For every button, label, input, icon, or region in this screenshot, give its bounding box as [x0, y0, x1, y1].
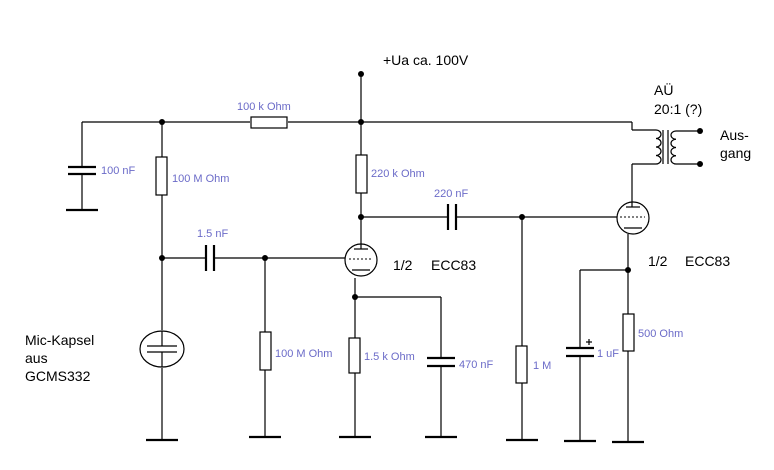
junction-dot: [358, 214, 364, 220]
mic-capsule: [139, 330, 185, 368]
label-r-1M: 1 M: [533, 360, 551, 372]
label-c-470nF: 470 nF: [459, 359, 494, 371]
label-r-500: 500 Ohm: [638, 328, 683, 340]
wires: [81, 74, 700, 442]
resistor-500: [622, 313, 635, 352]
mic-label-line2: aus: [25, 350, 48, 366]
mic-label-line1: Mic-Kapsel: [25, 332, 94, 348]
capacitor-220nF: [446, 204, 458, 230]
output-terminal: [697, 161, 703, 167]
transformer-label-line2: 20:1 (?): [654, 101, 702, 117]
output-transformer: [655, 129, 677, 165]
junction-dot: [352, 294, 358, 300]
label-c-1-5nF: 1.5 nF: [197, 228, 228, 240]
label-c-1uF: 1 uF: [597, 348, 619, 360]
label-c-100nF: 100 nF: [101, 165, 136, 177]
label-r-100k: 100 k Ohm: [237, 101, 291, 113]
supply-voltage-label: +Ua ca. 100V: [383, 52, 469, 68]
junction-dot: [519, 214, 525, 220]
label-r-220k: 220 k Ohm: [371, 168, 425, 180]
capacitor-100nF: [68, 165, 96, 176]
label-r-100M-grid: 100 M Ohm: [275, 348, 332, 360]
label-r-100M-supply: 100 M Ohm: [172, 173, 229, 185]
junction-dot: [625, 267, 631, 273]
capacitor-470nF: [427, 356, 455, 368]
output-label-line1: Aus-: [720, 127, 749, 143]
junction-dot: [358, 71, 364, 77]
tube-2-type-label: ECC83: [685, 253, 730, 269]
junction-dot: [358, 119, 364, 125]
transformer-label-line1: AÜ: [654, 81, 673, 98]
tube-1-triode: [344, 243, 378, 277]
ground-symbols: [66, 208, 644, 444]
resistor-1M: [515, 345, 528, 384]
capacitor-1-5nF: [204, 245, 216, 271]
resistor-220k: [355, 154, 368, 194]
tube-1-half-label: 1/2: [393, 257, 413, 273]
junction-dot: [262, 255, 268, 261]
junction-dot: [159, 119, 165, 125]
output-label-line2: gang: [720, 145, 751, 161]
resistor-1-5k: [348, 337, 361, 374]
resistor-100M-supply: [155, 156, 168, 196]
label-c-220nF: 220 nF: [434, 188, 469, 200]
junctions: [159, 71, 703, 300]
label-r-1-5k: 1.5 k Ohm: [364, 351, 415, 363]
tube-1-type-label: ECC83: [431, 257, 476, 273]
output-terminal: [697, 128, 703, 134]
mic-label-line3: GCMS332: [25, 368, 91, 384]
capacitor-1uF-electrolytic: [566, 339, 594, 358]
tube-2-triode: [616, 200, 650, 235]
junction-dot: [159, 255, 165, 261]
resistor-100M-grid: [259, 331, 272, 371]
resistor-100k: [250, 116, 288, 129]
tube-2-half-label: 1/2: [648, 253, 668, 269]
